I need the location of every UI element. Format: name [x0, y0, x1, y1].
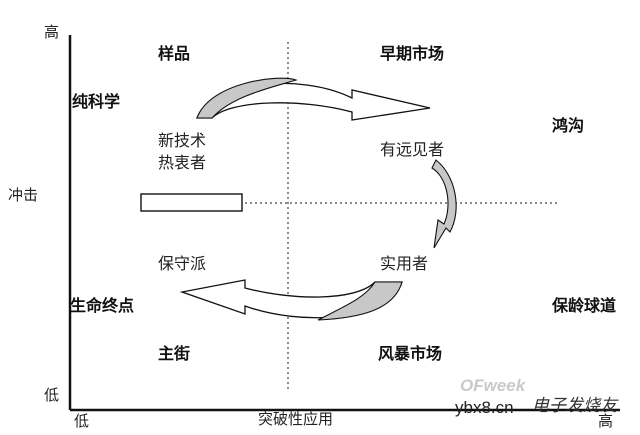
visionaries-label: 有远见者	[380, 140, 445, 159]
watermark-brand: 电子发烧友	[532, 396, 617, 416]
x-axis-high-label: 高	[598, 412, 614, 430]
y-axis-high-label: 高	[44, 23, 60, 41]
x-axis-low-label: 低	[74, 412, 90, 430]
y-axis-low-label: 低	[44, 386, 60, 404]
bottom-arrow-shade	[317, 281, 403, 321]
watermark-logo: OFweek	[460, 376, 526, 395]
pragmatists-label: 实用者	[380, 254, 429, 273]
pure-science-label: 纯科学	[72, 92, 121, 111]
innovators-label: 新技术 热衷者	[158, 131, 207, 172]
watermark-site: ybx8.cn	[455, 398, 514, 417]
end-of-life-label: 生命终点	[70, 296, 135, 315]
top-arrow-shade	[196, 77, 298, 119]
quadrant-top-right-label: 早期市场	[380, 44, 445, 63]
bowling-alley-label: 保龄球道	[552, 296, 617, 315]
quadrant-bottom-right-label: 风暴市场	[378, 344, 443, 363]
right-curved-arrow	[431, 159, 457, 249]
chasm-label: 鸿沟	[552, 116, 585, 135]
conservatives-label: 保守派	[158, 254, 207, 273]
x-axis-title: 突破性应用	[258, 410, 334, 428]
quadrant-bottom-left-label: 主街	[158, 344, 191, 363]
start-box	[140, 193, 243, 212]
quadrant-top-left-label: 样品	[158, 44, 191, 63]
y-axis-title: 冲击	[8, 186, 39, 204]
